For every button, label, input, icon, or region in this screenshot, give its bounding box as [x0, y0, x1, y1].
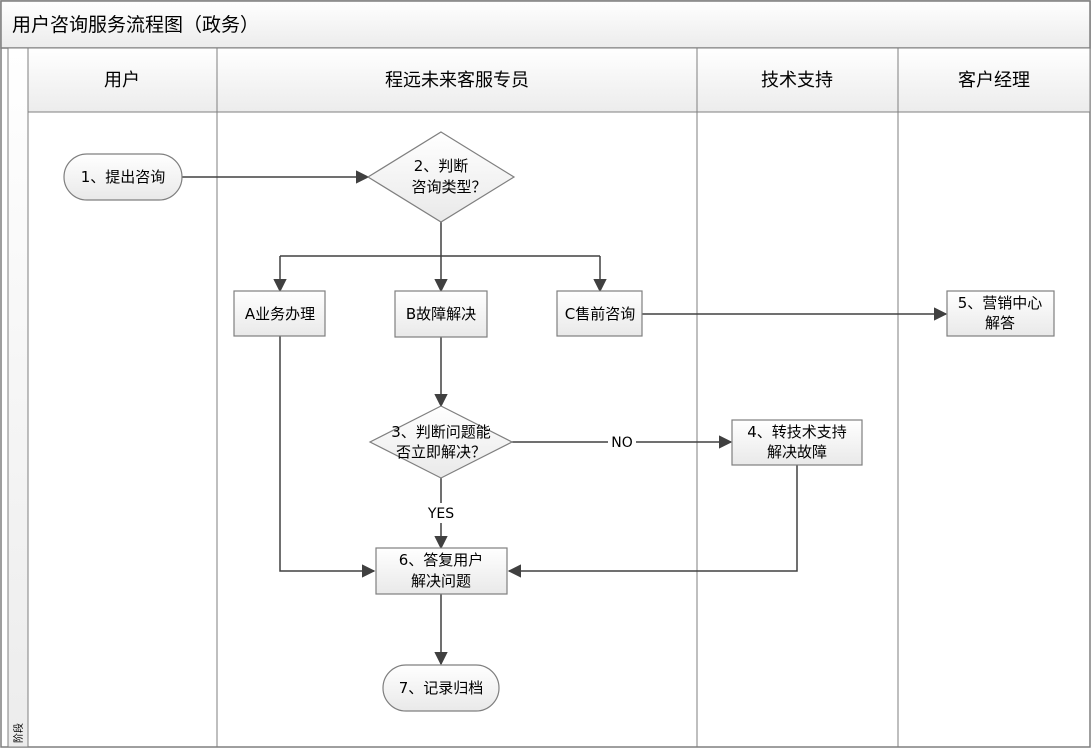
lane-header-tech-support: 技术支持	[761, 70, 833, 91]
node-4-label-line2: 解决故障	[767, 443, 827, 461]
lane-header-user: 用户	[104, 70, 140, 91]
connectors	[182, 170, 948, 666]
node-3-label-line1: 3、判断问题能	[391, 423, 491, 441]
node-6-label-line2: 解决问题	[411, 572, 471, 590]
node-b-label: B故障解决	[406, 305, 476, 323]
node-3-can-resolve-decision[interactable]: 3、判断问题能 否立即解决？	[368, 405, 514, 479]
diagram-title: 用户咨询服务流程图（政务）	[12, 14, 259, 36]
edge-label-yes: YES	[427, 506, 454, 522]
node-2-label-line1: 2、判断	[414, 157, 469, 175]
node-7-archive-record[interactable]: 7、记录归档	[382, 664, 500, 712]
lane-header-service-agent: 程远未来客服专员	[385, 70, 529, 91]
node-4-label-line1: 4、转技术支持	[747, 423, 847, 441]
node-c-presales-inquiry[interactable]: C售前咨询	[556, 290, 643, 337]
node-a-label: A业务办理	[245, 305, 315, 323]
node-6-reply-user[interactable]: 6、答复用户 解决问题	[375, 547, 508, 595]
node-a-business-handling[interactable]: A业务办理	[233, 290, 326, 337]
lane-header-account-manager: 客户经理	[958, 70, 1030, 91]
node-6-label-line1: 6、答复用户	[399, 551, 484, 569]
phase-column	[7, 47, 29, 748]
node-7-label: 7、记录归档	[399, 679, 484, 697]
node-5-marketing-center[interactable]: 5、营销中心 解答	[946, 290, 1055, 337]
phase-label: 阶段	[12, 723, 25, 743]
node-b-fault-resolution[interactable]: B故障解决	[394, 290, 488, 338]
node-2-label-line2: 咨询类型？	[411, 178, 486, 196]
node-c-label: C售前咨询	[565, 305, 635, 323]
edge-2-branch	[280, 222, 600, 257]
edge-label-no: NO	[611, 435, 633, 451]
node-5-label-line2: 解答	[985, 314, 1015, 332]
node-1-label: 1、提出咨询	[81, 168, 166, 186]
node-4-tech-support[interactable]: 4、转技术支持 解决故障	[731, 419, 863, 466]
edge-a-to-6	[279, 336, 376, 578]
node-5-label-line1: 5、营销中心	[958, 294, 1043, 312]
edge-4-to-6	[507, 465, 798, 578]
node-3-label-line2: 否立即解决？	[396, 443, 486, 461]
lane-headers	[27, 47, 1091, 747]
node-1-submit-inquiry[interactable]: 1、提出咨询	[63, 153, 183, 201]
node-2-classify-inquiry[interactable]: 2、判断 咨询类型？	[366, 131, 516, 223]
